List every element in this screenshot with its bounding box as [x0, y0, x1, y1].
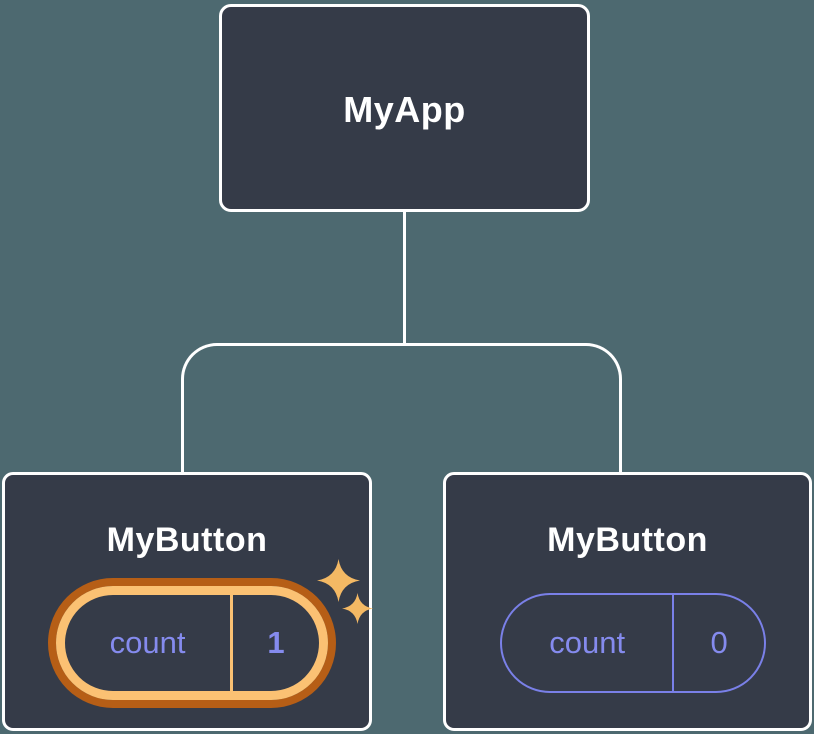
- state-value: 0: [710, 625, 728, 660]
- node-label: MyApp: [343, 89, 466, 130]
- node-label: MyButton: [106, 521, 268, 559]
- node-label: MyButton: [547, 521, 708, 559]
- state-value: 1: [267, 625, 285, 660]
- state-key-label: count: [109, 625, 186, 660]
- state-pill-highlighted: count 1: [56, 586, 328, 700]
- pill-divider: [230, 595, 234, 691]
- connector-bracket: [181, 343, 622, 474]
- tree-node-myapp: MyApp: [219, 4, 590, 212]
- pill-divider: [672, 595, 675, 691]
- tree-node-mybutton-right: MyButton count 0: [443, 472, 812, 731]
- sparkle-icon-small: [342, 593, 373, 624]
- tree-node-mybutton-left: MyButton count 1: [2, 472, 372, 731]
- state-key-label: count: [549, 625, 626, 660]
- connector-stem: [403, 211, 406, 345]
- sparkle-icon-large: [317, 559, 360, 602]
- state-pill: count 0: [500, 593, 766, 693]
